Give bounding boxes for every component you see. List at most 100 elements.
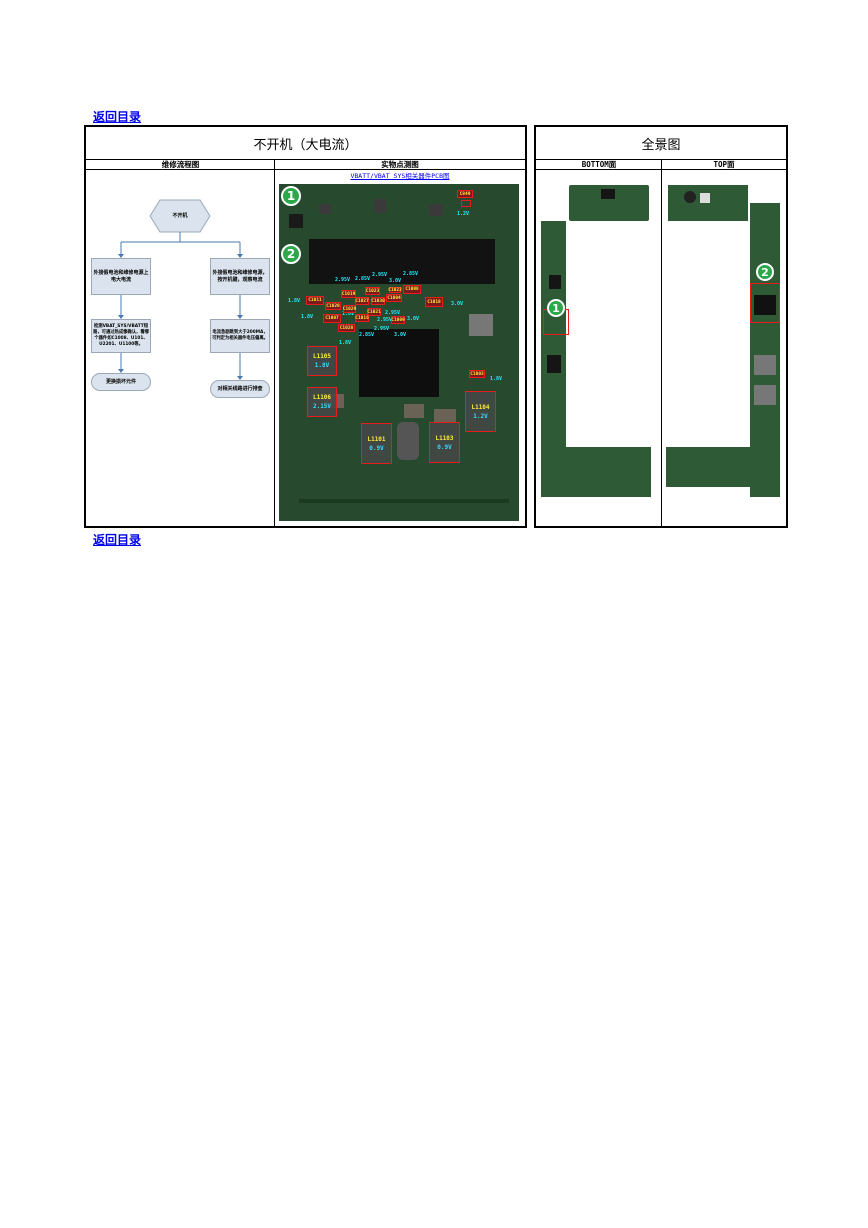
component [700, 193, 710, 203]
inductor-l1104: L1104 1.2V [465, 391, 496, 432]
voltage-label: 2.95V [374, 326, 390, 332]
inductor-l1106: L1106 2.15V [307, 387, 337, 417]
component [319, 204, 331, 214]
bottom-side-header: BOTTOM面 [536, 159, 662, 170]
inductor-l1101: L1101 0.9V [361, 423, 392, 464]
inductor-l1103-name: L1103 [435, 434, 454, 442]
cap-c1016: C1016 [355, 314, 369, 322]
voltage-label: 3.0V [389, 278, 402, 284]
inductor-l1103: L1103 0.9V [429, 422, 460, 463]
cap-block [434, 409, 456, 423]
voltage-label: 2.85V [355, 276, 371, 282]
right-panel-title: 全景图 [536, 127, 786, 160]
cap-c849-pad [461, 200, 471, 207]
inductor-l1104-name: L1104 [471, 403, 490, 411]
cap-c849-voltage: 1.2V [457, 211, 470, 217]
flowchart-right-step1: 外接假电池和维修电源，按开机键，观察电流 [210, 258, 270, 295]
voltage-label: 2.95V [377, 317, 393, 323]
flowchart-right-end: 对相关线路进行排查 [210, 380, 270, 398]
flowchart-left-step1: 外接假电池和维修电源上电大电流 [91, 258, 151, 295]
voltage-label: 1.8V [339, 340, 352, 346]
trace [299, 499, 509, 503]
marker-1: 1 [281, 186, 301, 206]
top-side-board-image: 2 [666, 185, 784, 497]
cap-c1020: C1020 [325, 302, 341, 310]
back-to-index-link-top[interactable]: 返回目录 [93, 110, 142, 124]
voltage-label: 1.8V [288, 298, 301, 304]
board-cutout [621, 221, 651, 447]
cap-c1008: C1008 [403, 285, 421, 294]
cap-c1007: C1007 [323, 314, 341, 323]
marker-1: 1 [547, 299, 565, 317]
flowchart-left-step2: 检测VBAT_SYS/VBATT短路，可通过热成像确认，看哪个器件如C1008、… [91, 319, 151, 353]
soc-chip [359, 329, 439, 397]
voltage-label: 1.8V [342, 311, 355, 317]
component [754, 385, 776, 405]
board-bottom-block [666, 447, 780, 487]
marker-2: 2 [281, 244, 301, 264]
inductor-l1105-name: L1105 [312, 353, 332, 360]
cap-c1004: C1004 [386, 294, 402, 302]
top-side-header: TOP面 [662, 159, 786, 170]
cap-c1019: C1019 [341, 290, 356, 298]
component [429, 204, 443, 216]
photo-column-header: 实物点测图 [275, 159, 525, 170]
voltage-label: 3.0V [407, 316, 420, 322]
left-panel-title: 不开机（大电流） [86, 127, 525, 160]
shield-area [309, 239, 495, 284]
pcb-photo: 1 2 C849 1.2V 2.95V 2.85V 2.95V 3.0V 2.8… [279, 184, 519, 521]
component [549, 275, 561, 289]
voltage-label: 1.8V [301, 314, 314, 320]
inductor-l1106-name: L1106 [312, 394, 332, 401]
column-divider [274, 159, 275, 526]
voltage-label: 3.0V [394, 332, 407, 338]
bottom-side-board-image: 1 [539, 185, 657, 497]
component [289, 214, 303, 228]
flowchart-connectors [118, 199, 243, 380]
voltage-label: 2.85V [359, 332, 375, 338]
left-panel: 不开机（大电流） 维修流程图 实物点测图 不开机 外接假电池和维修电源上电大电流… [84, 125, 527, 528]
cap-c1003: C1003 [469, 370, 485, 378]
component [754, 295, 776, 315]
component [547, 355, 561, 373]
flowchart-right-step2: 电流急剧跳到大于200MA，可判定为相关器件电压偏离。 [210, 319, 270, 353]
component [601, 189, 615, 199]
voltage-label: 2.95V [385, 310, 401, 316]
voltage-label: 2.85V [403, 271, 419, 277]
voltage-label: 2.95V [335, 277, 351, 283]
back-to-index-link-bottom[interactable]: 返回目录 [93, 533, 142, 547]
crystal [469, 314, 493, 336]
inductor-l1106-voltage: 2.15V [312, 403, 332, 410]
camera-component [684, 191, 696, 203]
photo-caption: VBATT/VBAT_SYS相关器件PCB图 [275, 170, 525, 180]
inductor-l1105-voltage: 1.8V [314, 362, 330, 369]
cap-c1022: C1022 [388, 287, 402, 293]
inductor-l1105: L1105 1.8V [307, 346, 337, 376]
right-panel: 全景图 BOTTOM面 TOP面 1 2 [534, 125, 788, 528]
pcb-diagram-link[interactable]: VBATT/VBAT_SYS相关器件PCB图 [350, 172, 450, 180]
component [374, 199, 386, 213]
board-top-strip [668, 185, 748, 221]
highlight-box [750, 283, 780, 323]
component [754, 355, 776, 375]
inductor-l1101-voltage: 0.9V [369, 444, 384, 452]
cap-c1003-voltage: 1.8V [490, 376, 503, 382]
cap-c1023: C1023 [365, 287, 380, 295]
flowchart-left-end: 更换损坏元件 [91, 373, 151, 391]
inductor-unlabeled [397, 422, 419, 460]
cap-c849: C849 [457, 190, 473, 198]
board-bottom-block [541, 447, 651, 497]
cap-c1018: C1018 [425, 297, 443, 307]
marker-2: 2 [756, 263, 774, 281]
flowchart: 不开机 外接假电池和维修电源上电大电流 检测VBAT_SYS/VBATT短路，可… [86, 170, 274, 526]
column-divider [661, 159, 662, 526]
cap-c1011: C1011 [306, 296, 324, 305]
voltage-label: 3.0V [451, 301, 464, 307]
cap-block [404, 404, 424, 418]
voltage-label: 2.95V [372, 272, 388, 278]
flowchart-column-header: 维修流程图 [86, 159, 275, 170]
inductor-l1101-name: L1101 [367, 435, 386, 443]
inductor-l1103-voltage: 0.9V [437, 443, 452, 451]
flowchart-start: 不开机 [172, 212, 188, 219]
cap-c1021: C1021 [367, 308, 381, 316]
